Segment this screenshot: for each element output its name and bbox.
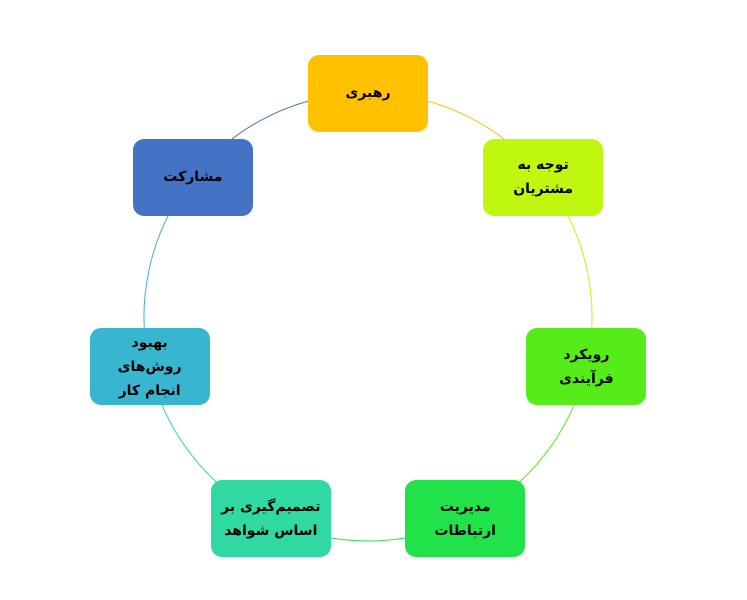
node-label: تصمیم‌گیری بر اساس شواهد [221,498,321,539]
cycle-node: رهبری [308,54,428,132]
cycle-node: مشارکت [132,138,253,216]
cycle-node: مدیریت ارتباطات [405,480,526,558]
node-label: مدیریت ارتباطات [434,498,496,539]
cycle-node: تصمیم‌گیری بر اساس شواهد [210,480,331,558]
node-label: بهبود روش‌های انجام کار [117,334,182,399]
node-label: توجه به مشتریان [513,157,574,198]
cycle-node: رویکرد فرآیندی [526,328,647,406]
node-label: مشارکت [163,169,223,186]
cycle-node: توجه به مشتریان [483,138,604,216]
cycle-node: بهبود روش‌های انجام کار [89,328,210,406]
node-label: رویکرد فرآیندی [559,346,614,387]
node-label: رهبری [345,85,391,101]
